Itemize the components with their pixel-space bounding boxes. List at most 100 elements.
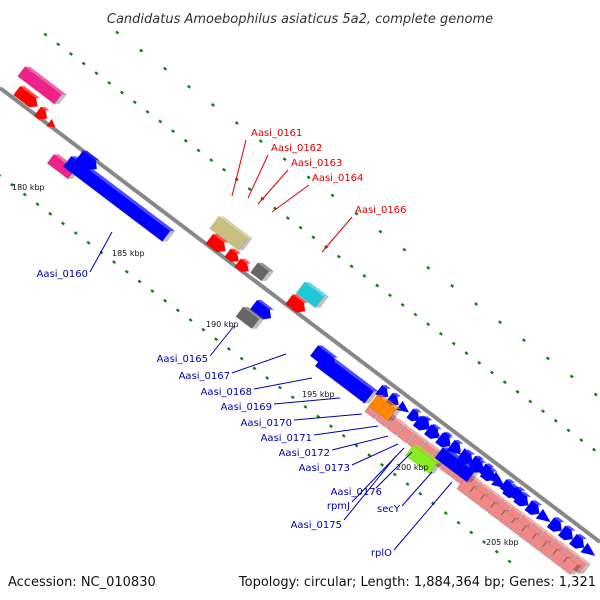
gene-feature: [285, 294, 308, 313]
tick-mark: [258, 139, 263, 144]
gene-feature: [434, 447, 480, 483]
tick-mark: [426, 322, 431, 327]
tick-mark: [43, 32, 48, 37]
tick-mark: [150, 289, 155, 293]
tick-mark: [48, 211, 53, 216]
tick-mark: [285, 216, 290, 220]
gene-feature: [559, 557, 583, 575]
tick-mark: [405, 482, 410, 487]
gene-label[interactable]: rplO: [371, 548, 392, 559]
tick-marks: [0, 30, 598, 564]
tick-mark: [477, 360, 482, 365]
tick-mark: [171, 129, 176, 134]
gene-label[interactable]: Aasi_0175: [291, 520, 342, 531]
tick-mark: [247, 187, 252, 191]
gene-label[interactable]: Aasi_0170: [241, 418, 292, 429]
leader-line: [375, 451, 413, 489]
gene-label[interactable]: Aasi_0167: [179, 371, 230, 382]
map-title: Candidatus Amoebophilus asiaticus 5a2, c…: [107, 12, 493, 27]
tick-mark: [443, 511, 448, 516]
leader-line: [351, 443, 399, 466]
gene-label[interactable]: Aasi_0163: [291, 158, 342, 169]
gene-label[interactable]: secY: [377, 504, 401, 515]
gene-label[interactable]: Aasi_0173: [299, 463, 350, 474]
tick-mark: [545, 356, 550, 361]
gene-label[interactable]: Aasi_0172: [279, 448, 330, 459]
tick-mark: [579, 438, 584, 442]
tick-mark: [119, 90, 124, 95]
tick-mark: [367, 453, 372, 458]
tick-mark: [502, 380, 507, 385]
tick-mark: [282, 157, 287, 162]
leader-line: [209, 325, 235, 357]
scale-label: 205 kbp: [486, 538, 519, 547]
tick-mark: [277, 385, 282, 390]
leader-line: [231, 139, 247, 197]
gene-label[interactable]: Aasi_0161: [251, 128, 302, 139]
tick-mark: [107, 80, 112, 85]
gene-feature: [205, 233, 229, 253]
tick-mark: [61, 221, 66, 226]
gene-feature: [295, 281, 329, 309]
gene-feature: [434, 432, 453, 448]
gene-label[interactable]: Aasi_0164: [312, 173, 363, 184]
tick-mark: [489, 370, 494, 375]
gene-feature: [513, 491, 531, 507]
tick-mark: [9, 182, 14, 187]
leader-line: [253, 377, 313, 390]
tick-mark: [426, 265, 431, 270]
tick-mark: [375, 283, 380, 288]
tick-mark: [474, 302, 479, 306]
gene-label[interactable]: Aasi_0162: [271, 143, 322, 154]
gene-label[interactable]: Aasi_0171: [261, 433, 312, 444]
topology-label: Topology: circular; Length: 1,884,364 bp…: [238, 575, 596, 590]
gene-feature: [235, 306, 265, 330]
gene-label[interactable]: Aasi_0168: [201, 387, 252, 398]
gene-label[interactable]: Aasi_0176: [331, 487, 382, 498]
tick-mark: [592, 447, 597, 452]
scale-label: 180 kbp: [12, 183, 45, 192]
tick-mark: [566, 428, 571, 433]
leader-line: [321, 216, 353, 253]
gene-feature: [33, 106, 50, 120]
tick-mark: [378, 229, 383, 234]
gene-feature: [423, 424, 442, 440]
gene-feature: [406, 408, 422, 422]
tick-mark: [137, 279, 142, 284]
tick-mark: [73, 231, 78, 236]
tick-mark: [201, 327, 206, 332]
tick-mark: [541, 409, 546, 414]
tick-mark: [450, 284, 455, 288]
tick-mark: [132, 100, 137, 105]
gene-label[interactable]: Aasi_0165: [157, 354, 208, 365]
tick-mark: [234, 121, 239, 125]
gene-label[interactable]: Aasi_0166: [355, 205, 406, 216]
gene-feature: [62, 155, 176, 242]
gene-feature: [249, 262, 274, 282]
scale-label: 190 kbp: [206, 320, 239, 329]
tick-mark: [469, 530, 474, 535]
tick-mark: [86, 240, 91, 245]
tick-mark: [188, 318, 193, 322]
label-leaders: [89, 139, 453, 551]
gene-feature: [17, 66, 67, 105]
gene-labels: Aasi_0161Aasi_0162Aasi_0163Aasi_0164Aasi…: [37, 128, 407, 559]
tick-mark: [498, 320, 503, 325]
gene-label[interactable]: Aasi_0169: [221, 402, 272, 413]
tick-mark: [163, 66, 168, 71]
leader-line: [89, 231, 113, 273]
gene-label[interactable]: rpmJ: [327, 501, 350, 512]
tick-mark: [451, 341, 456, 346]
tick-mark: [158, 119, 163, 124]
tick-mark: [81, 61, 86, 66]
gene-label[interactable]: Aasi_0160: [37, 269, 88, 280]
tick-mark: [112, 260, 117, 265]
tick-mark: [298, 225, 303, 230]
tick-mark: [316, 414, 321, 419]
leader-line: [401, 471, 433, 507]
tick-mark: [306, 175, 311, 180]
gene-feature: [568, 533, 587, 549]
tick-mark: [341, 433, 346, 438]
tick-mark: [418, 491, 423, 496]
